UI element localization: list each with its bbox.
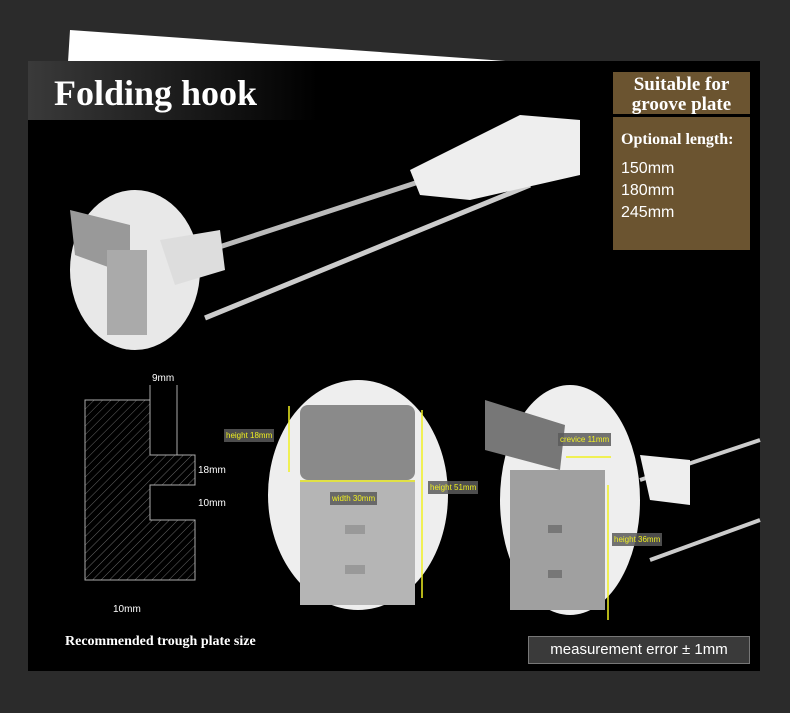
page-title: Folding hook	[54, 73, 258, 113]
measure-width-30: width 30mm	[330, 492, 378, 505]
info-heading: Suitable for groove plate	[613, 72, 750, 117]
trough-plate-diagram	[84, 385, 196, 581]
length-option: 150mm	[621, 160, 675, 177]
measure-crevice-11: crevice 11mm	[558, 433, 612, 446]
measurement-error-note: measurement error ± 1mm	[528, 636, 750, 664]
optional-length-label: Optional length:	[621, 131, 734, 148]
diagram-caption: Recommended trough plate size	[65, 634, 256, 649]
measure-height-18: height 18mm	[224, 429, 275, 442]
dim-label: 10mm	[113, 604, 141, 615]
length-option: 180mm	[621, 182, 675, 199]
dim-label: 10mm	[198, 498, 226, 509]
measure-height-51: height 51mm	[428, 481, 479, 494]
measure-height-36: height 36mm	[612, 533, 663, 546]
dim-label: 9mm	[152, 373, 175, 384]
length-option: 245mm	[621, 204, 675, 221]
info-box	[613, 72, 750, 250]
title-bar	[28, 61, 318, 120]
dim-label: 18mm	[198, 465, 226, 476]
